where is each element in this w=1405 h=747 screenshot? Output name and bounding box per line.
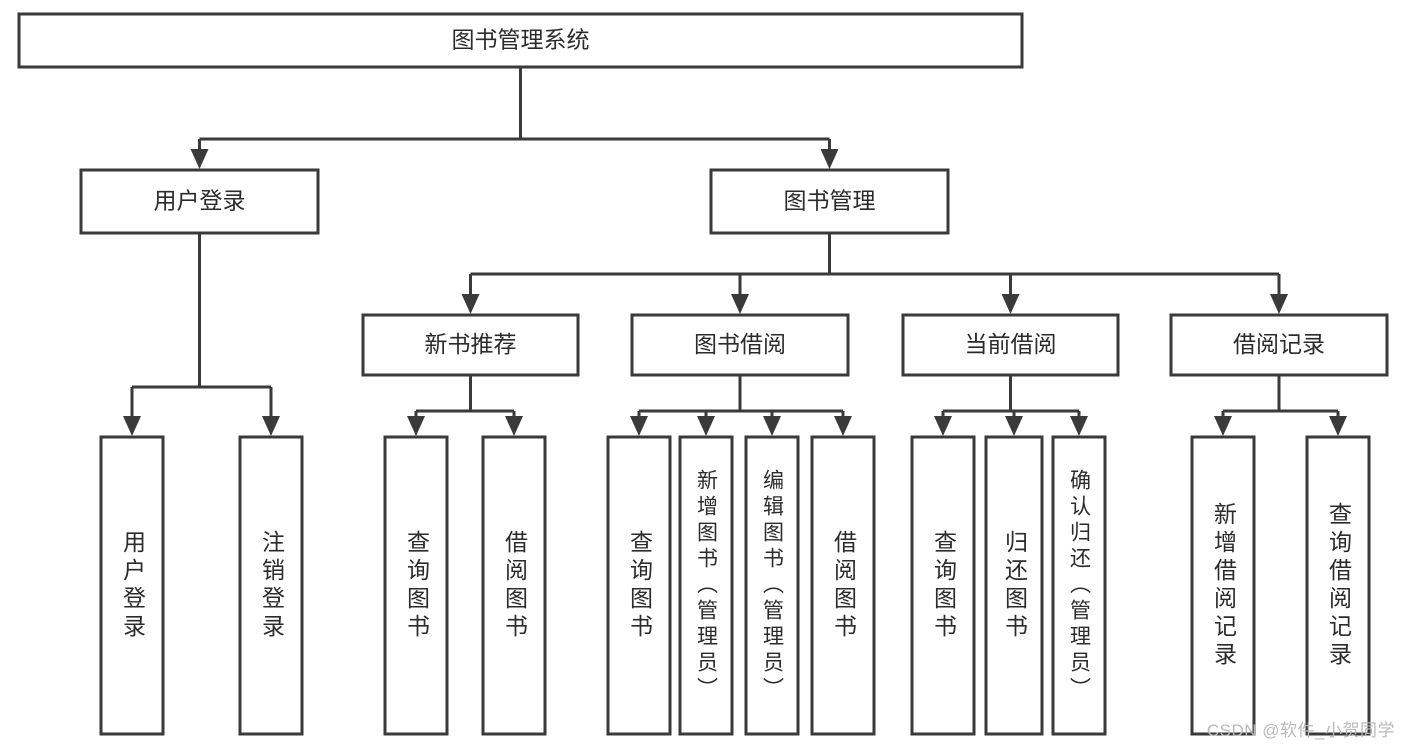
node-label-level3-3: 借阅记录: [1233, 331, 1325, 357]
arrow-head-book-1: [731, 294, 749, 314]
node-label-level2-1: 图书管理: [784, 188, 876, 214]
node-box-level2-0: [79, 168, 320, 235]
node-box-level2-1: [709, 168, 950, 235]
arrow-head-l3-3-1: [1329, 416, 1347, 436]
arrow-head-l3-0-1: [505, 416, 523, 436]
csdn-watermark: CSDN @软件_小贺同学: [1206, 721, 1395, 740]
node-box-leaf-5: [678, 435, 734, 736]
arrow-head-root-0: [190, 149, 209, 169]
node-boxes-group: [17, 12, 1389, 736]
arrow-head-book-2: [1001, 294, 1020, 314]
node-box-leaf-8: [910, 435, 976, 736]
arrow-head-l3-2-2: [1070, 416, 1088, 436]
arrow-head-l3-1-1: [697, 416, 715, 436]
node-box-root: [17, 12, 1024, 69]
node-box-leaf-3: [481, 435, 547, 736]
arrow-head-l3-1-0: [630, 416, 648, 436]
arrow-head-user-1: [262, 416, 280, 436]
node-box-leaf-10: [1051, 435, 1107, 736]
node-box-leaf-7: [810, 435, 876, 736]
node-box-level3-0: [361, 313, 580, 377]
node-box-leaf-6: [744, 435, 800, 736]
node-box-leaf-0: [99, 435, 165, 736]
node-label-level3-1: 图书借阅: [694, 331, 786, 357]
node-box-leaf-9: [984, 435, 1044, 736]
arrow-head-l3-2-1: [1005, 416, 1023, 436]
node-box-leaf-1: [238, 435, 304, 736]
arrow-head-book-0: [461, 294, 480, 314]
arrow-head-book-3: [1270, 294, 1288, 314]
node-label-level3-2: 当前借阅: [965, 331, 1057, 357]
node-label-level3-0: 新书推荐: [425, 331, 517, 357]
arrow-head-l3-0-0: [407, 416, 425, 436]
arrow-head-l3-2-0: [934, 416, 952, 436]
node-box-leaf-2: [383, 435, 449, 736]
arrow-head-l3-1-3: [834, 416, 852, 436]
node-box-leaf-12: [1305, 435, 1371, 736]
node-box-level3-3: [1169, 313, 1389, 377]
arrow-head-user-0: [123, 416, 141, 436]
node-box-leaf-4: [606, 435, 672, 736]
node-box-level3-1: [630, 313, 850, 377]
connector-lines-group: [123, 67, 1347, 436]
node-box-level3-2: [901, 313, 1120, 377]
node-label-level2-0: 用户登录: [154, 188, 246, 214]
arrow-head-root-1: [820, 149, 839, 169]
arrow-head-l3-3-0: [1214, 416, 1232, 436]
node-box-leaf-11: [1190, 435, 1256, 736]
arrow-head-l3-1-2: [763, 416, 781, 436]
node-label-root: 图书管理系统: [452, 27, 590, 53]
